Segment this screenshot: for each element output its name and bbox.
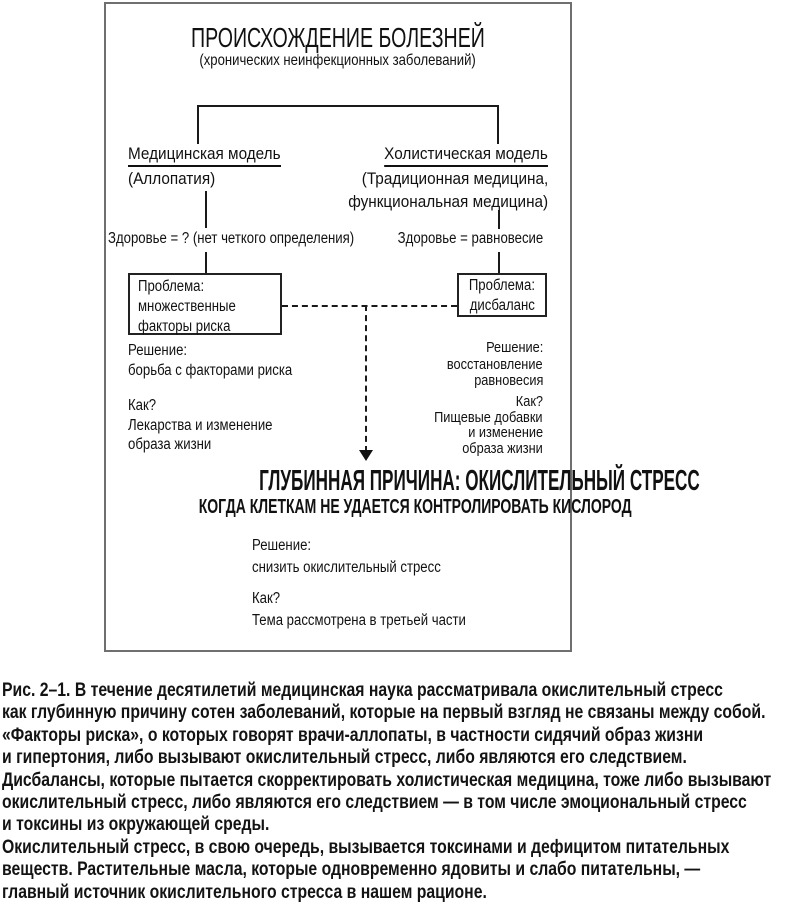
- root-cause-how: Как? Тема рассмотрена в третьей части: [252, 590, 466, 629]
- holistic-connector-upper: [498, 210, 500, 229]
- dashed-horizontal-connector: [282, 305, 457, 307]
- medical-how: Как? Лекарства и изменение образа жизни: [128, 397, 273, 453]
- holistic-model-heading: Холистическая модель (Традиционная медиц…: [348, 144, 548, 211]
- medical-connector-upper: [205, 191, 207, 228]
- figure-box: ПРОИСХОЖДЕНИЕ БОЛЕЗНЕЙ (хронических неин…: [104, 2, 700, 652]
- root-cause-solution: Решение: снизить окислительный стресс: [252, 537, 441, 576]
- root-cause-heading: ГЛУБИННАЯ ПРИЧИНА: ОКИСЛИТЕЛЬНЫЙ СТРЕСС: [259, 465, 700, 497]
- holistic-problem-box: Проблема: дисбаланс: [457, 273, 547, 317]
- bracket-left-line: [197, 105, 199, 144]
- arrow-down-icon: [359, 450, 373, 461]
- medical-solution: Решение: борьба с факторами риска: [128, 342, 293, 379]
- medical-connector-lower: [205, 252, 207, 274]
- medical-problem-box: Проблема: множественные факторы риска: [128, 273, 282, 335]
- medical-model-heading: Медицинская модель (Аллопатия): [128, 144, 281, 188]
- holistic-health-definition: Здоровье = равновесие: [397, 230, 543, 247]
- bracket-top-line: [197, 105, 499, 107]
- figure-caption: Рис. 2–1. В течение десятилетий медицинс…: [2, 680, 772, 903]
- root-cause-subheading: КОГДА КЛЕТКАМ НЕ УДАЕТСЯ КОНТРОЛИРОВАТЬ …: [198, 496, 632, 518]
- figure-subtitle: (хронических неинфекционных заболеваний): [199, 52, 477, 69]
- dashed-vertical-connector: [365, 305, 367, 452]
- holistic-connector-lower: [498, 252, 500, 276]
- holistic-solution: Решение: восстановление равновесия: [447, 339, 543, 389]
- medical-health-definition: Здоровье = ? (нет четкого определения): [108, 230, 355, 247]
- holistic-how: Как? Пищевые добавки и изменение образа …: [434, 393, 543, 457]
- figure-title: ПРОИСХОЖДЕНИЕ БОЛЕЗНЕЙ: [191, 22, 485, 53]
- bracket-right-line: [497, 105, 499, 144]
